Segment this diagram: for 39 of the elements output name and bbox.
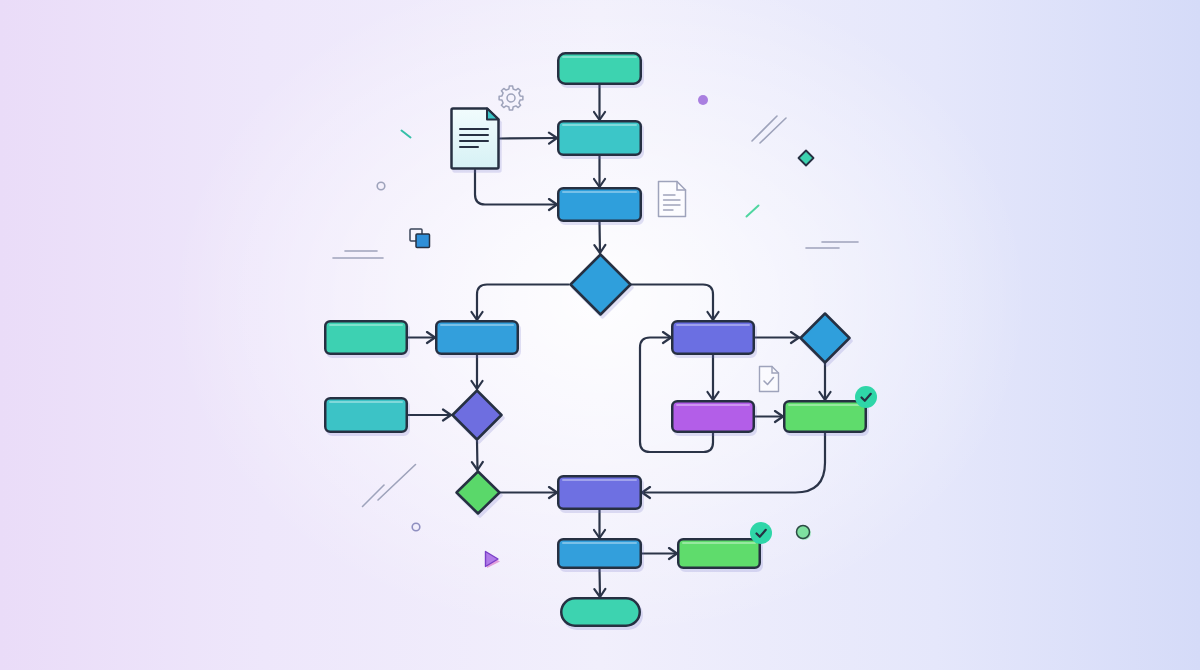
arrow	[593, 567, 607, 599]
arrow	[818, 362, 832, 402]
arrow	[406, 408, 453, 422]
arrow	[592, 83, 607, 122]
arrow	[470, 439, 484, 472]
arrow	[706, 353, 720, 402]
arrow	[753, 409, 785, 424]
process-box	[557, 187, 642, 222]
process-box	[557, 120, 642, 156]
process-box	[677, 538, 761, 569]
decision-diamond	[799, 311, 851, 364]
process-box	[557, 475, 642, 510]
arrow	[592, 154, 607, 189]
process-box	[324, 320, 408, 355]
arrow	[592, 508, 607, 540]
arrow	[499, 485, 559, 500]
arrow	[470, 353, 484, 391]
process-box	[435, 320, 519, 355]
decision-diamond	[568, 253, 632, 316]
arrow	[406, 330, 437, 345]
arrow	[630, 283, 720, 322]
process-box	[783, 400, 867, 433]
arrow	[473, 168, 559, 212]
decision-diamond	[451, 389, 503, 441]
arrow	[593, 220, 607, 255]
arrow	[640, 431, 827, 500]
process-box	[671, 320, 755, 355]
arrow	[498, 131, 559, 145]
arrow	[753, 330, 801, 345]
process-box	[324, 397, 408, 433]
arrow	[470, 283, 570, 322]
document-shape	[450, 107, 500, 170]
process-box	[557, 538, 642, 569]
arrow	[638, 330, 715, 454]
arrow	[640, 546, 679, 561]
process-box	[557, 52, 642, 85]
terminal-box	[559, 597, 641, 627]
decision-diamond	[454, 470, 501, 515]
process-box	[671, 400, 755, 433]
